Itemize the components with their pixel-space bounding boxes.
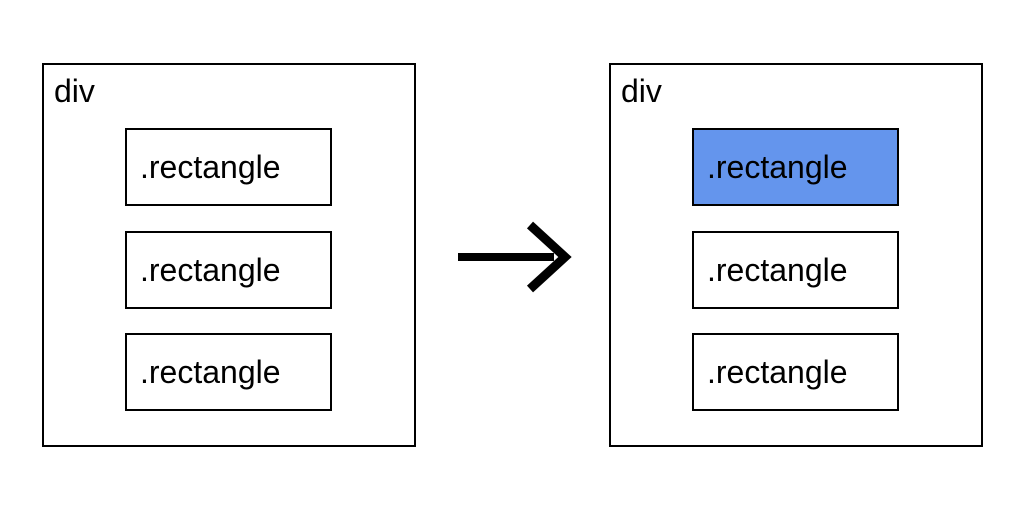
left-rectangle-1: .rectangle	[125, 128, 332, 206]
left-rectangle-2-label: .rectangle	[140, 251, 281, 288]
right-rectangle-2-label: .rectangle	[707, 251, 848, 288]
right-rectangle-3-label: .rectangle	[707, 353, 848, 390]
left-rectangle-2: .rectangle	[125, 231, 332, 309]
left-rectangle-3: .rectangle	[125, 333, 332, 411]
right-rectangle-1-label: .rectangle	[707, 148, 848, 185]
left-div-label: div	[54, 73, 95, 109]
right-div-label: div	[621, 73, 662, 109]
left-rectangle-1-label: .rectangle	[140, 148, 281, 185]
left-rectangle-3-label: .rectangle	[140, 353, 281, 390]
left-div-container: div .rectangle .rectangle .rectangle	[42, 63, 416, 447]
right-rectangle-2: .rectangle	[692, 231, 899, 309]
right-rectangle-1-highlighted: .rectangle	[692, 128, 899, 206]
right-rectangle-3: .rectangle	[692, 333, 899, 411]
right-div-container: div .rectangle .rectangle .rectangle	[609, 63, 983, 447]
right-arrow-icon	[450, 212, 580, 302]
